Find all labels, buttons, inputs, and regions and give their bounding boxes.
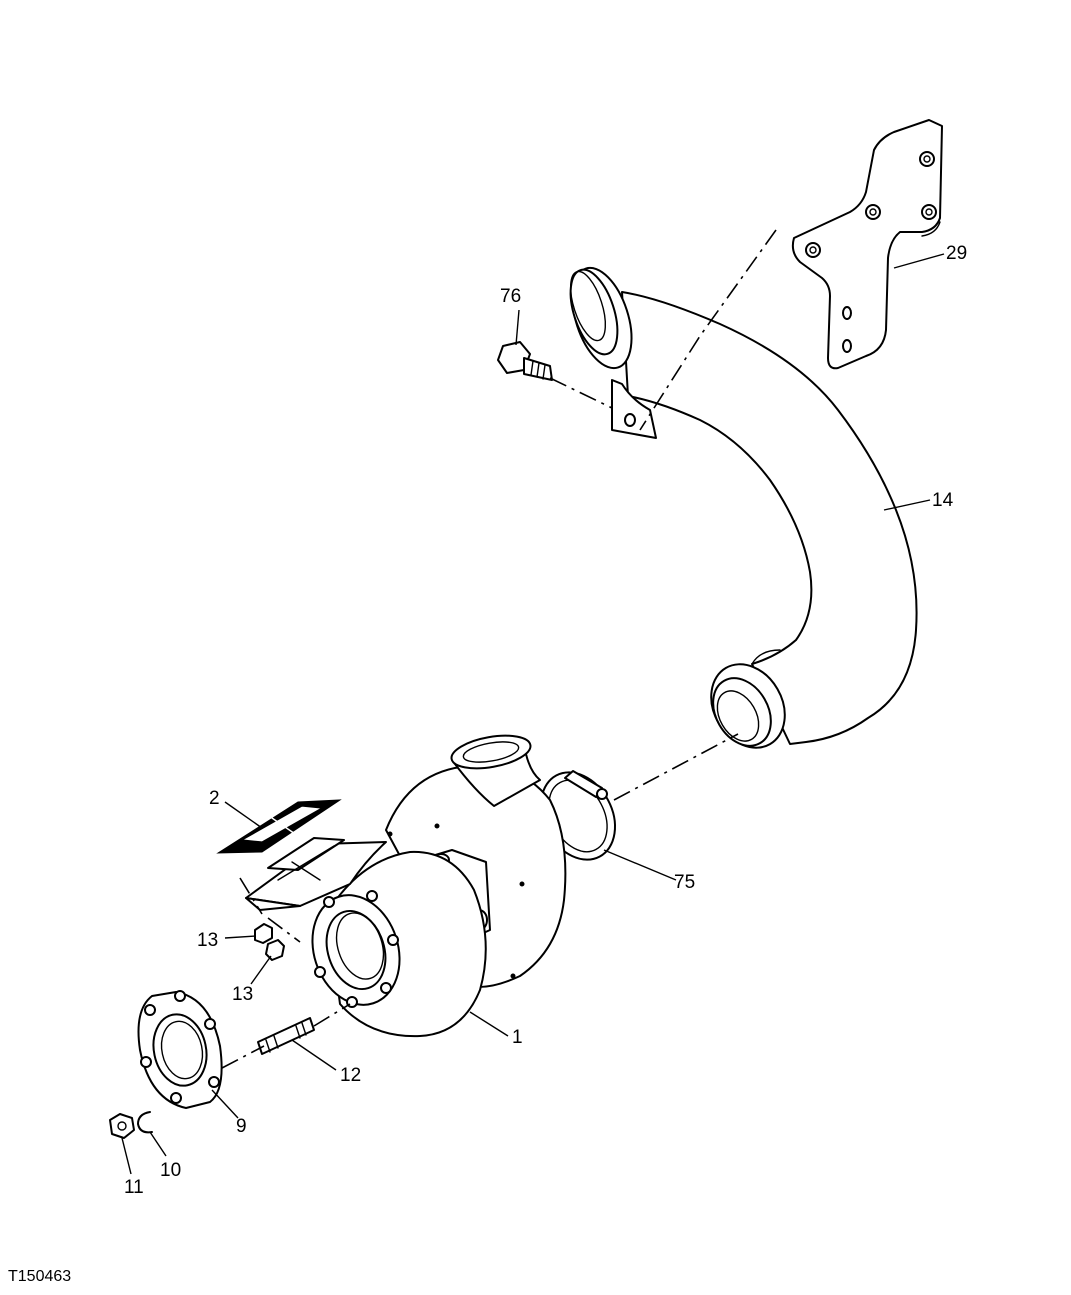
figure-id: T150463 — [8, 1268, 71, 1285]
callout-10: 10 — [160, 1160, 181, 1181]
bolt-76 — [497, 341, 553, 381]
callout-12: 12 — [340, 1065, 361, 1086]
callout-76: 76 — [500, 286, 521, 307]
bracket-29 — [791, 119, 943, 370]
callout-2: 2 — [209, 788, 220, 809]
leader-lines — [121, 253, 945, 1175]
turbocharger-1 — [245, 734, 567, 1038]
flange-plate-9 — [137, 990, 223, 1109]
callout-14: 14 — [932, 490, 954, 511]
stud-12 — [257, 1017, 315, 1055]
callout-13-lower: 13 — [232, 984, 253, 1005]
lock-washer-10 — [137, 1111, 153, 1134]
callout-11: 11 — [124, 1177, 144, 1198]
callout-9: 9 — [236, 1116, 247, 1137]
callout-13-upper: 13 — [197, 930, 218, 951]
callout-1: 1 — [512, 1027, 523, 1048]
callout-75: 75 — [674, 872, 695, 893]
nut-13-upper — [254, 923, 273, 944]
callout-29: 29 — [946, 243, 967, 264]
center-lines — [221, 229, 777, 1069]
nut-13-lower — [265, 939, 285, 961]
hex-nut-11 — [109, 1113, 135, 1139]
gasket-2 — [216, 799, 342, 854]
